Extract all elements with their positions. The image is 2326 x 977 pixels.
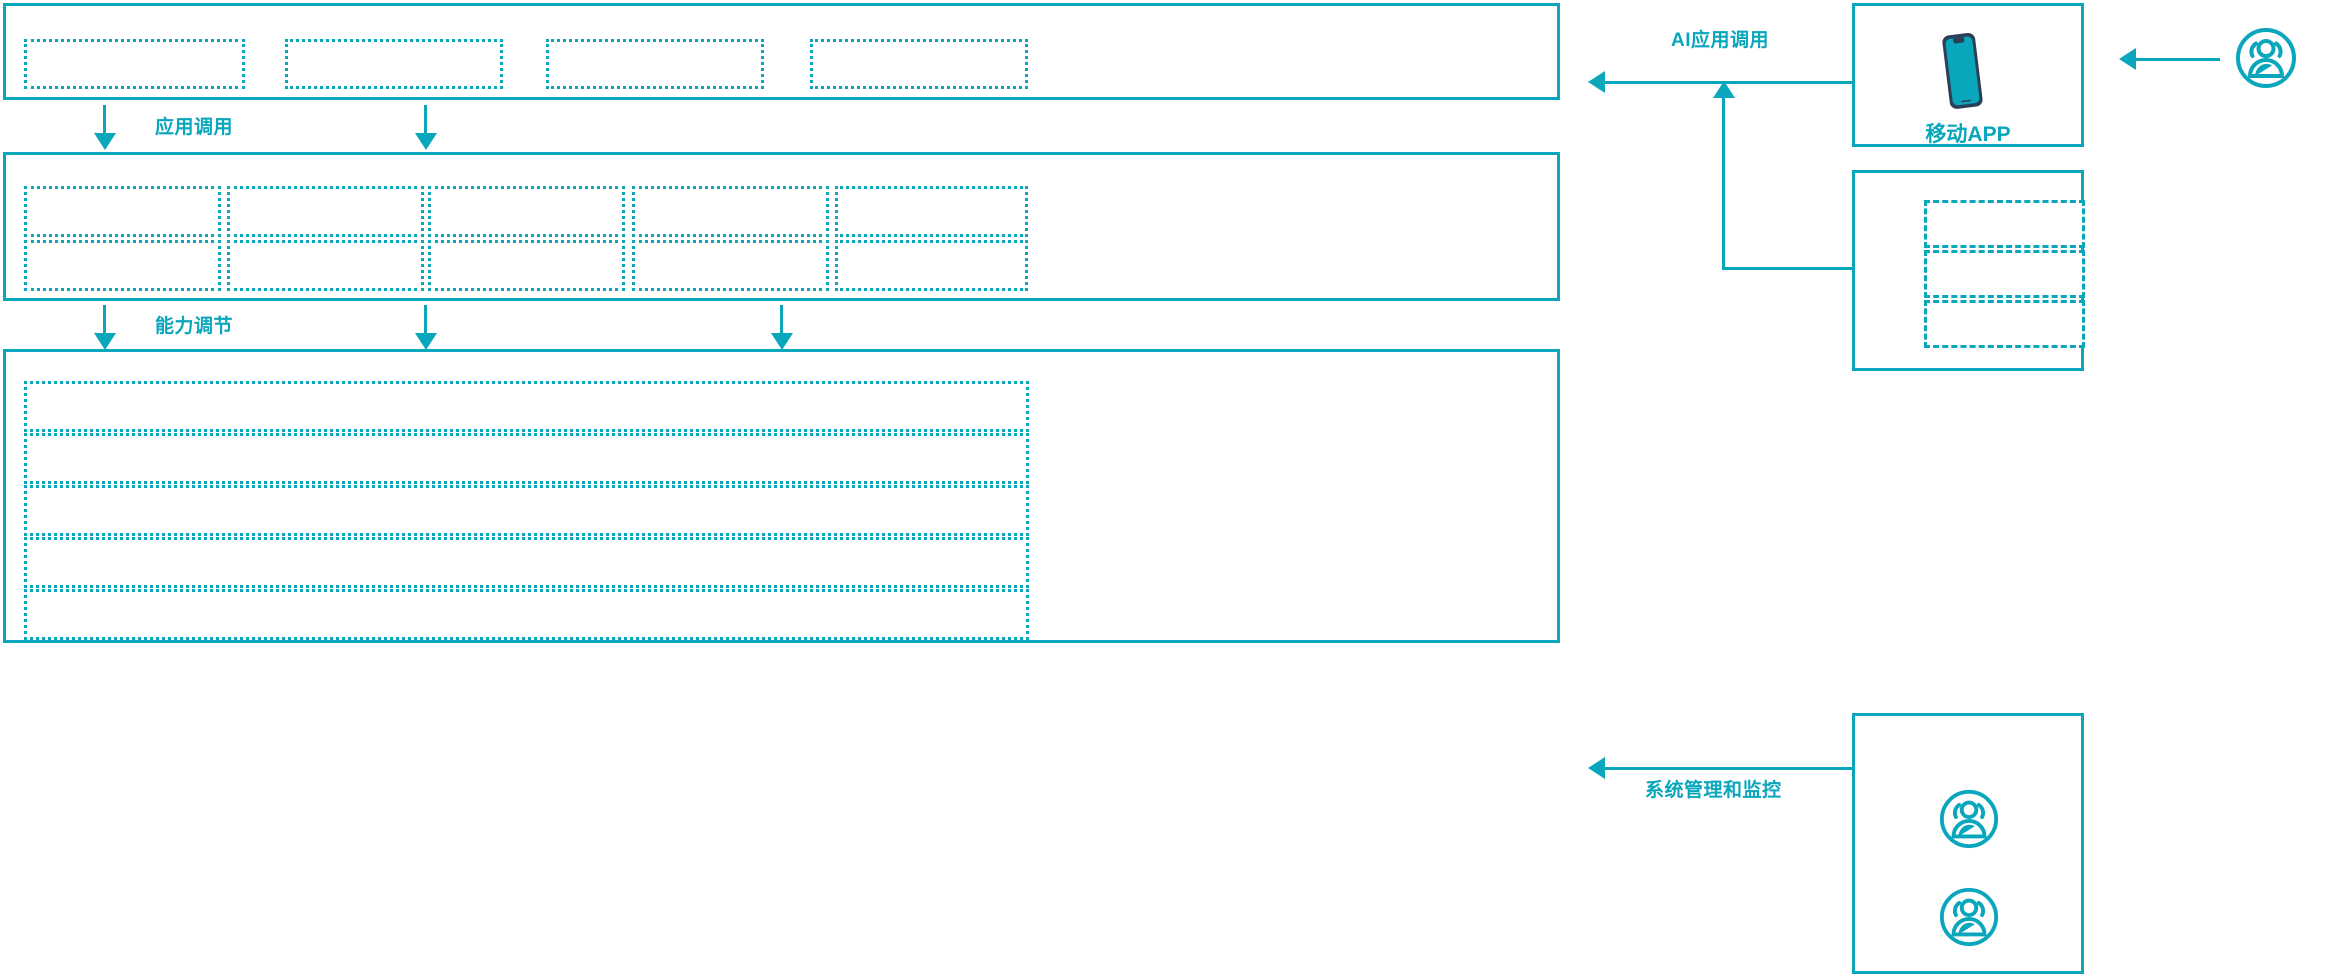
app-invoke-arrow-head-2 — [415, 133, 437, 150]
infrastructure-slot-4[interactable] — [24, 537, 1029, 588]
ai-app-invoke-arrow-head — [1588, 71, 1605, 93]
application-layer-panel — [3, 3, 1560, 100]
capability-invoke-arrow-head-2 — [415, 333, 437, 350]
capability-slot-r1c3[interactable] — [428, 186, 625, 237]
capability-invoke-arrow-line-3 — [780, 305, 783, 335]
channel-slot-1[interactable] — [1924, 200, 2085, 248]
capability-slot-r2c5[interactable] — [835, 240, 1028, 291]
capability-invoke-arrow-head-3 — [771, 333, 793, 350]
application-slot-2[interactable] — [285, 39, 503, 89]
app-invoke-arrow-line-1 — [103, 105, 106, 135]
capability-slot-r2c2[interactable] — [227, 240, 424, 291]
app-invoke-arrow-line-2 — [424, 105, 427, 135]
capability-slot-r2c1[interactable] — [24, 240, 221, 291]
capability-slot-r1c5[interactable] — [835, 186, 1028, 237]
application-slot-4[interactable] — [810, 39, 1028, 89]
capability-slot-r1c1[interactable] — [24, 186, 221, 237]
channel-riser-head — [1713, 81, 1735, 98]
end-user-arrow-head — [2119, 48, 2136, 70]
mobile-app-caption: 移动APP — [1925, 123, 2011, 146]
capability-invoke-arrow-line-2 — [424, 305, 427, 335]
capability-slot-r2c3[interactable] — [428, 240, 625, 291]
end-user-people-group-icon[interactable] — [2234, 26, 2298, 90]
channel-slot-2[interactable] — [1924, 250, 2085, 298]
channel-slot-3[interactable] — [1924, 300, 2085, 348]
people-group-icon-2 — [1938, 886, 2000, 948]
infrastructure-slot-2[interactable] — [24, 433, 1029, 484]
capability-invoke-arrow-line-1 — [103, 305, 106, 335]
system-manage-arrow-head — [1588, 757, 1605, 779]
ai-app-invoke-label: AI应用调用 — [1671, 30, 1770, 51]
smartphone-icon — [1927, 28, 1997, 114]
infrastructure-slot-3[interactable] — [24, 485, 1029, 536]
capability-invoke-arrow-head-1 — [94, 333, 116, 350]
application-slot-3[interactable] — [546, 39, 764, 89]
end-user-arrow-line — [2135, 58, 2220, 61]
mobile-app-card[interactable]: 移动APP — [1852, 3, 2084, 147]
capability-slot-r2c4[interactable] — [632, 240, 829, 291]
capability-invoke-label: 能力调节 — [155, 316, 234, 337]
application-slot-1[interactable] — [24, 39, 245, 89]
channel-riser-line — [1722, 98, 1725, 270]
infrastructure-slot-5[interactable] — [24, 589, 1029, 640]
channel-riser-elbow — [1722, 267, 1852, 270]
people-group-icon-1 — [1938, 788, 2000, 850]
app-invoke-arrow-head-1 — [94, 133, 116, 150]
system-manage-label: 系统管理和监控 — [1645, 780, 1782, 801]
capability-slot-r1c2[interactable] — [227, 186, 424, 237]
capability-slot-r1c4[interactable] — [632, 186, 829, 237]
system-manage-arrow-line — [1604, 767, 1854, 770]
app-invoke-label: 应用调用 — [155, 117, 234, 138]
operations-card[interactable] — [1852, 713, 2084, 974]
infrastructure-slot-1[interactable] — [24, 381, 1029, 432]
